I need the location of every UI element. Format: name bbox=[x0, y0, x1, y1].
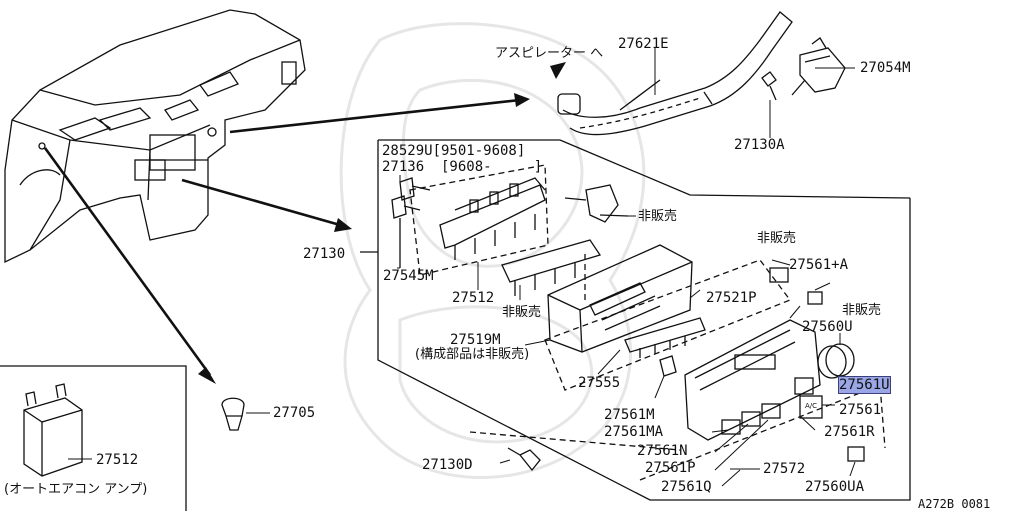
bracket-part bbox=[439, 177, 546, 260]
flex-circuit bbox=[624, 317, 706, 358]
label-27561R: 27561R bbox=[824, 424, 875, 440]
label-27130: 27130 bbox=[303, 246, 346, 262]
label-27560UA: 27560UA bbox=[805, 479, 865, 495]
label-27572: 27572 bbox=[763, 461, 806, 477]
label-27561A: 27561+A bbox=[789, 257, 849, 273]
front-panel bbox=[684, 319, 821, 441]
svg-text:A/C: A/C bbox=[805, 402, 817, 410]
knob-27560U bbox=[817, 343, 855, 379]
label-hihanbai-3: 非販売 bbox=[842, 303, 882, 318]
label-27130D: 27130D bbox=[422, 457, 473, 473]
aspirator-hose bbox=[557, 11, 793, 136]
label-amp-caption: (オートエアコン アンプ) bbox=[4, 482, 148, 497]
screw-27130A bbox=[761, 71, 777, 101]
label-27621E: 27621E bbox=[618, 36, 669, 52]
label-27512-amp: 27512 bbox=[96, 452, 139, 468]
label-aspirator: アスピレーター へ bbox=[495, 46, 604, 61]
label-28529U: 28529U[9501-9608] bbox=[382, 143, 526, 159]
assembly-outline bbox=[360, 139, 911, 501]
label-hihanbai-2: 非販売 bbox=[757, 231, 797, 246]
label-27130A: 27130A bbox=[734, 137, 785, 153]
label-27136: 27136 [9608- ] bbox=[382, 159, 543, 175]
label-27560U: 27560U bbox=[802, 319, 853, 335]
arrow-heads bbox=[198, 62, 566, 384]
label-27561P: 27561P bbox=[645, 460, 696, 476]
pointer-arrows bbox=[43, 98, 521, 376]
dashboard-drawing bbox=[4, 9, 306, 264]
label-27054M: 27054M bbox=[860, 60, 911, 76]
label-27555: 27555 bbox=[578, 375, 621, 391]
label-27561Q: 27561Q bbox=[661, 479, 712, 495]
sensor-27054M bbox=[791, 37, 846, 96]
internal-switch-board bbox=[501, 239, 602, 296]
label-27561MA: 27561MA bbox=[604, 424, 664, 440]
watermark-emblem bbox=[339, 22, 646, 479]
button-marks: A/C bbox=[805, 402, 817, 410]
screw-27130D bbox=[507, 447, 541, 472]
label-27561U: 27561U bbox=[838, 376, 891, 394]
amplifier-inset bbox=[0, 365, 187, 511]
label-reference-code: A272B 0081 bbox=[918, 497, 991, 511]
buttons bbox=[721, 267, 865, 462]
label-27519M: 27519M bbox=[450, 332, 501, 348]
leader-lines bbox=[68, 48, 856, 487]
label-27561: 27561 bbox=[839, 402, 882, 418]
label-27561N: 27561N bbox=[637, 443, 688, 459]
screws-27136 bbox=[391, 177, 431, 268]
clip-27705 bbox=[221, 397, 245, 431]
label-kosei: (構成部品は非販売) bbox=[415, 347, 530, 362]
actuator-part bbox=[564, 184, 629, 223]
clip-27561M bbox=[659, 355, 677, 377]
label-hihanbai-4: 非販売 bbox=[502, 305, 542, 320]
label-27545M: 27545M bbox=[383, 268, 434, 284]
label-27512-top: 27512 bbox=[452, 290, 495, 306]
label-27561M: 27561M bbox=[604, 407, 655, 423]
label-hihanbai-1: 非販売 bbox=[638, 209, 678, 224]
label-27521P: 27521P bbox=[706, 290, 757, 306]
dashed-groups bbox=[409, 164, 886, 481]
linework bbox=[0, 9, 911, 511]
label-27705: 27705 bbox=[273, 405, 316, 421]
